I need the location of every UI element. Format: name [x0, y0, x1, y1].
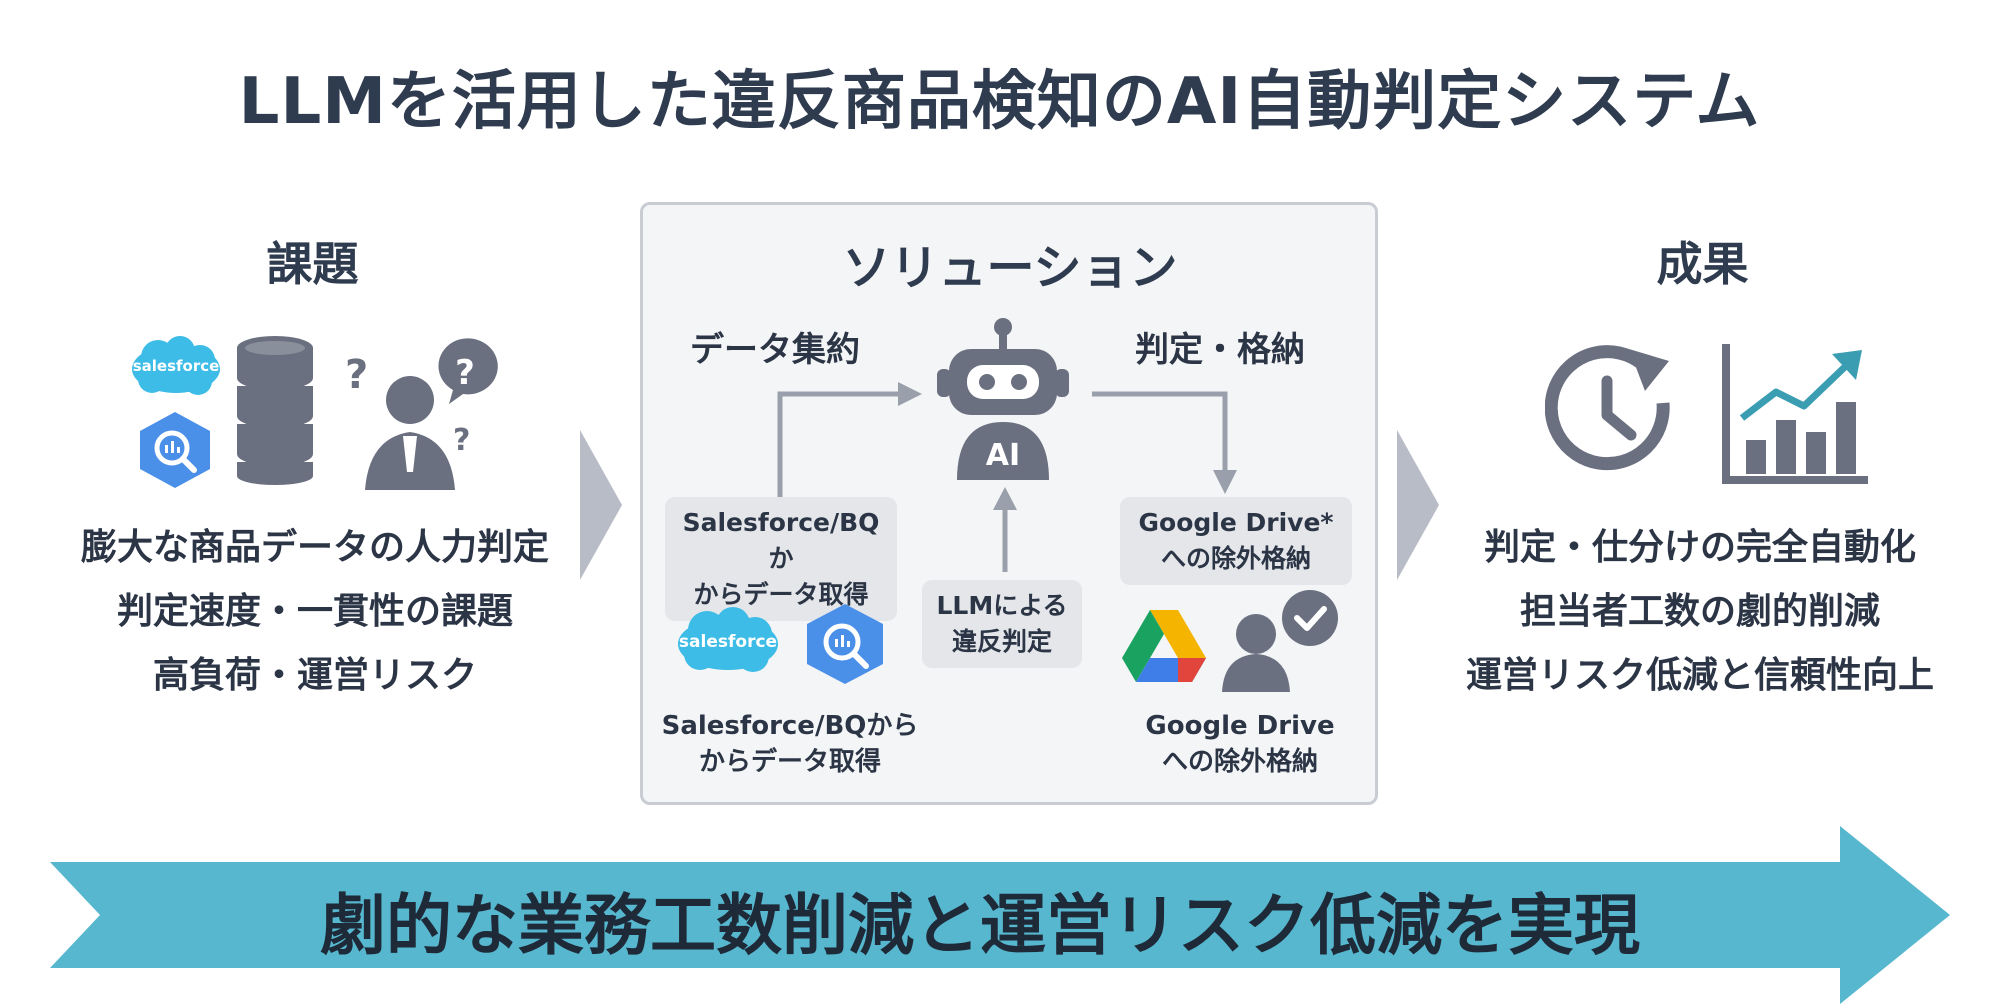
- result-line: 担当者工数の劇的削減: [1519, 591, 1880, 632]
- approved-person-icon: [1222, 590, 1338, 692]
- salesforce-logo: salesforce: [673, 606, 783, 676]
- left-caption: Salesforce/BQから からデータ取得: [661, 711, 919, 777]
- ai-robot-icon: AI: [937, 318, 1069, 480]
- right-caption: Google Drive への除外格納: [1145, 711, 1335, 777]
- collect-data-pill: Salesforce/BQか からデータ取得: [665, 497, 897, 621]
- problem-heading: 課題: [266, 237, 359, 291]
- chevron-right-icon: [1397, 430, 1439, 580]
- result-line: 運営リスク低減と信頼性向上: [1465, 655, 1934, 696]
- svg-text:?: ?: [345, 352, 368, 398]
- problem-text: 膨大な商品データの人力判定 判定速度・一貫性の課題 高負荷・運営リスク: [40, 516, 590, 708]
- database-icon: [237, 336, 313, 485]
- salesforce-logo: salesforce: [128, 335, 224, 399]
- result-text: 判定・仕分けの完全自動化 担当者工数の劇的削減 運営リスク低減と信頼性向上: [1430, 516, 1970, 708]
- problem-line: 膨大な商品データの人力判定: [80, 527, 549, 568]
- chevron-right-icon: [580, 430, 622, 580]
- drive-store-pill: Google Drive* への除外格納: [1120, 497, 1352, 585]
- result-heading: 成果: [1656, 237, 1749, 291]
- flow-arrows: [777, 382, 1237, 572]
- svg-text:?: ?: [455, 353, 475, 393]
- bigquery-icon: [140, 412, 210, 488]
- page-title: LLMを活用した違反商品検知のAI自動判定システム: [238, 65, 1761, 139]
- google-drive-icon: [1122, 610, 1206, 682]
- ai-label: AI: [986, 438, 1020, 473]
- clock-refresh-icon: [1545, 345, 1670, 471]
- problem-line: 高負荷・運営リスク: [152, 655, 477, 696]
- result-line: 判定・仕分けの完全自動化: [1483, 527, 1916, 568]
- judge-store-label: 判定・格納: [1135, 330, 1305, 370]
- bigquery-icon: [807, 604, 883, 684]
- outcome-banner-arrow: [50, 826, 1950, 1004]
- outcome-banner-text: 劇的な業務工数削減と運営リスク低減を実現: [320, 887, 1640, 964]
- svg-text:?: ?: [453, 423, 470, 458]
- problem-line: 判定速度・一貫性の課題: [116, 591, 513, 632]
- solution-heading: ソリューション: [842, 240, 1178, 296]
- llm-judge-pill: LLMによる 違反判定: [922, 580, 1082, 668]
- data-aggregation-label: データ集約: [690, 330, 860, 370]
- growth-chart-icon: [1722, 344, 1868, 484]
- confused-person-icon: ? ? ?: [345, 338, 498, 490]
- salesforce-logo-text: salesforce: [132, 357, 220, 375]
- salesforce-logo-text: salesforce: [678, 632, 778, 652]
